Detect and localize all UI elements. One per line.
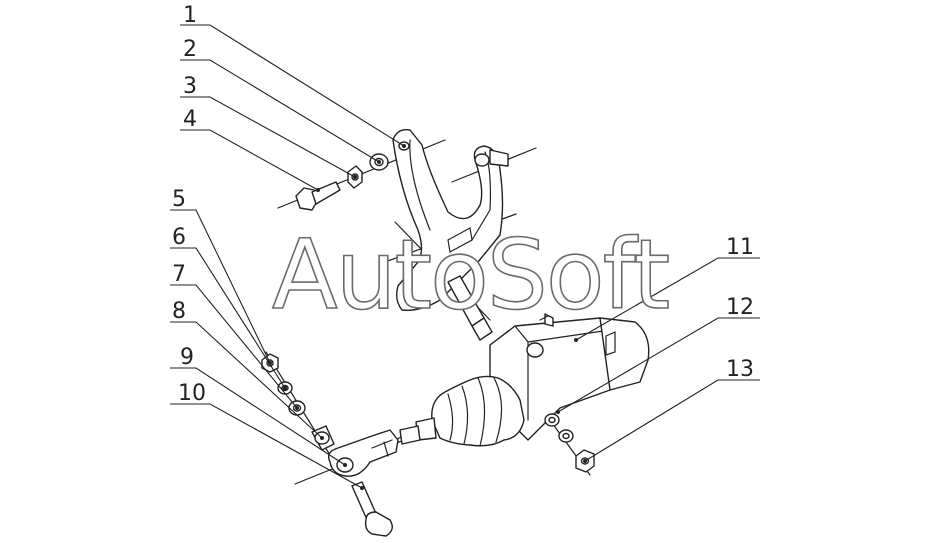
callout-numbers: 1 2 3 4 5 6 7 8 9 10 11 12 13	[172, 3, 754, 406]
callout-2: 2	[183, 37, 197, 62]
callout-13: 13	[726, 357, 754, 382]
clevis-pin	[351, 481, 393, 537]
callout-9: 9	[180, 345, 194, 370]
callout-7: 7	[172, 262, 186, 287]
callout-6: 6	[172, 225, 186, 250]
callout-1: 1	[183, 3, 197, 28]
clevis-fork	[327, 429, 399, 477]
leader-dots	[268, 144, 587, 490]
callout-leaders	[170, 24, 760, 489]
watermark-text: AutoSoft	[272, 219, 669, 331]
callout-3: 3	[183, 74, 197, 99]
mounting-bracket	[392, 129, 509, 311]
callout-5: 5	[172, 187, 186, 212]
callout-12: 12	[726, 295, 754, 320]
callout-8: 8	[172, 299, 186, 324]
push-rod	[447, 275, 493, 341]
rubber-boot	[399, 375, 525, 447]
callout-11: 11	[726, 235, 754, 260]
right-fastener-stack	[544, 413, 595, 473]
callout-4: 4	[183, 107, 197, 132]
callout-10: 10	[178, 381, 206, 406]
